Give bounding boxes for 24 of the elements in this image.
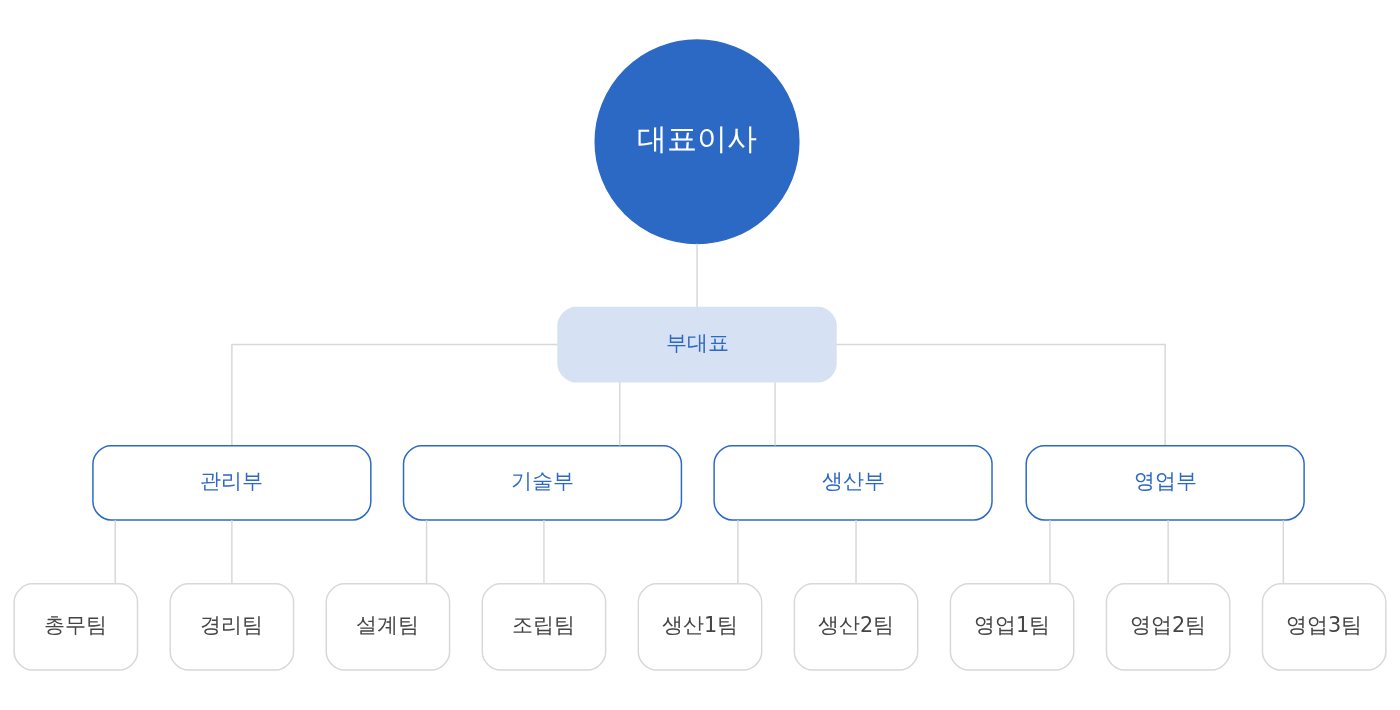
node-box: 관리부 xyxy=(92,444,372,521)
connector xyxy=(231,519,233,585)
node-box: 영업2팀 xyxy=(1105,583,1231,671)
node-box: 영업부 xyxy=(1025,444,1305,521)
connector xyxy=(737,519,739,585)
node-box: 생산2팀 xyxy=(793,583,919,671)
connector xyxy=(1282,519,1285,585)
node-box: 부대표 xyxy=(557,306,837,383)
node-box: 영업3팀 xyxy=(1261,583,1387,671)
connector xyxy=(231,343,559,446)
node-box: 설계팀 xyxy=(325,583,451,671)
node-box: 영업1팀 xyxy=(949,583,1075,671)
node-box: 경리팀 xyxy=(169,583,295,671)
node-box: 기술부 xyxy=(402,444,683,521)
node-box: 생산부 xyxy=(713,444,993,521)
connector xyxy=(619,381,621,447)
node-box: 생산1팀 xyxy=(637,583,763,671)
node-circle: 대표이사 xyxy=(594,39,800,245)
node-box: 조립팀 xyxy=(481,583,607,671)
connector xyxy=(835,343,1166,446)
node-box: 총무팀 xyxy=(13,583,139,671)
connector xyxy=(114,519,116,585)
connector xyxy=(1167,519,1169,585)
connector xyxy=(425,519,428,585)
